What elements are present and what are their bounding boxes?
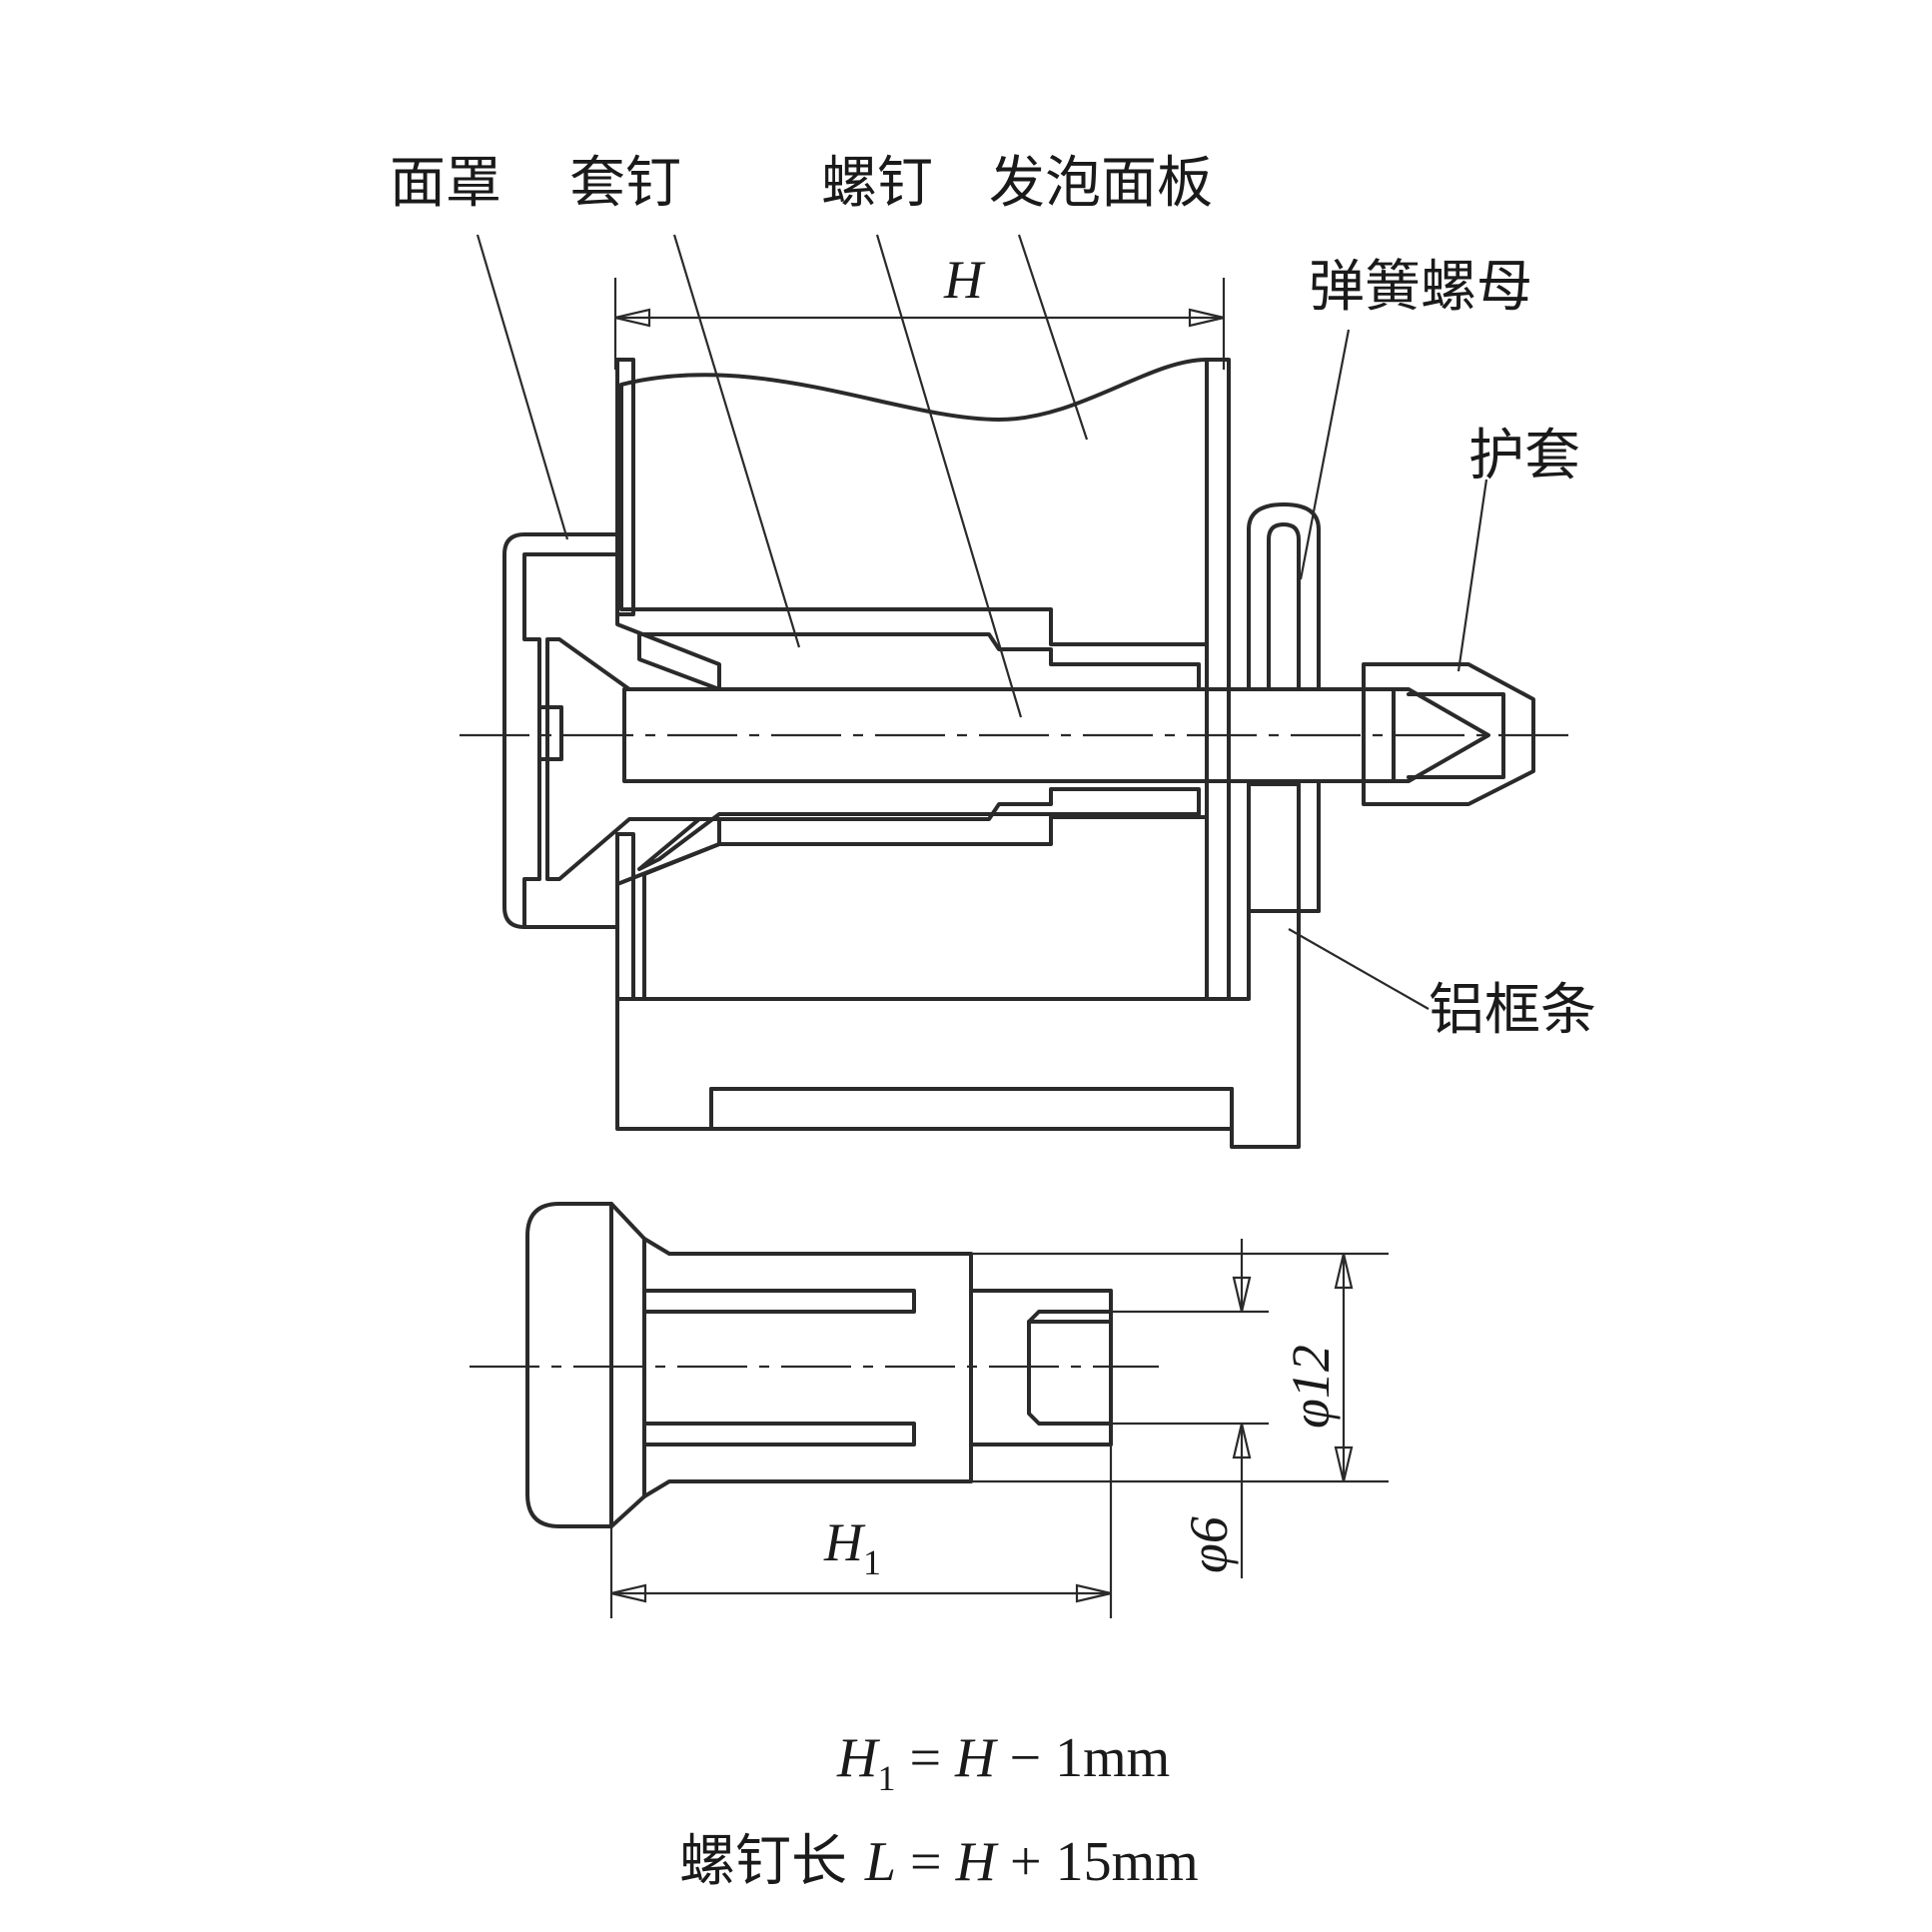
label-sheath: 护套 (1468, 424, 1580, 488)
spring-nut-body (1247, 779, 1321, 913)
dim-phi6-label: φ6 (1179, 1516, 1239, 1573)
sleeve-nail-upper (637, 632, 1201, 691)
sleeve-nail-lower (637, 787, 1201, 871)
assembly-section: H 面罩 套钉 螺钉 发泡面板 弹簧螺母 护套 铝框条 (390, 151, 1596, 1149)
face-cover-slot (537, 705, 563, 761)
label-foam-panel: 发泡面板 (989, 151, 1213, 216)
dim-phi12-label: φ12 (1281, 1345, 1341, 1429)
label-screw: 螺钉 (821, 151, 933, 216)
spring-nut (1247, 502, 1321, 691)
aluminum-frame-groove (709, 1087, 1234, 1131)
panel-skin-left (615, 358, 635, 616)
face-cover (522, 552, 721, 929)
label-sleeve-nail: 套钉 (569, 151, 681, 216)
label-face-cover: 面罩 (390, 151, 501, 216)
dim-H1-label: H1 (823, 1512, 881, 1582)
label-spring-nut: 弹簧螺母 (1309, 255, 1532, 320)
sleeve-nail-detail: φ12 φ6 H1 (470, 1202, 1389, 1618)
panel-skin-left-lower (615, 832, 635, 1001)
detail-neck (609, 1202, 973, 1528)
panel-skin-right (1205, 358, 1231, 1001)
formula-h1: H1 = H − 1mm (836, 1727, 1170, 1798)
sheath (1362, 662, 1535, 806)
foam-panel-upper (619, 358, 1209, 646)
face-cover-rim (502, 532, 619, 929)
foam-panel-lower (642, 815, 1209, 1001)
dim-H-label: H (943, 250, 986, 310)
label-aluminum-frame: 铝框条 (1429, 978, 1596, 1043)
formula-screw-length: 螺钉长 L = H + 15mm (679, 1829, 1199, 1894)
detail-head (525, 1202, 613, 1528)
screw-tip (1392, 687, 1490, 783)
formulas: H1 = H − 1mm 螺钉长 L = H + 15mm (679, 1727, 1199, 1894)
